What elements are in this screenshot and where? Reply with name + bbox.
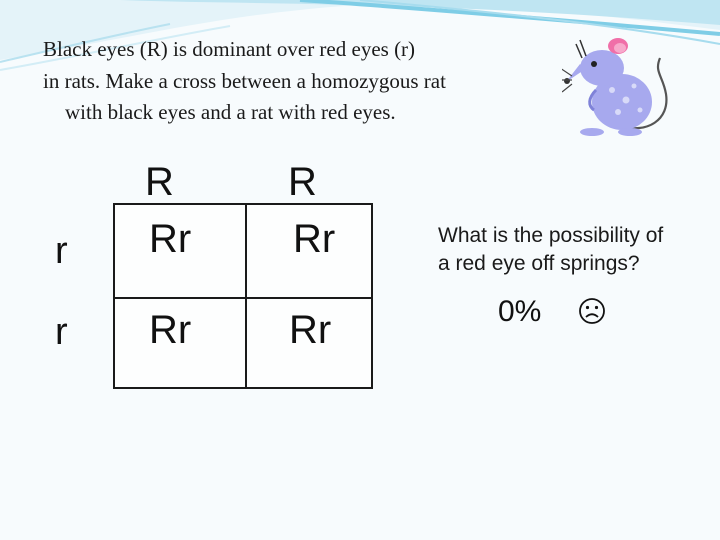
grid-divider-horizontal bbox=[115, 297, 371, 299]
col-header-1: R bbox=[145, 160, 174, 204]
question-line-1: Black eyes (R) is dominant over red eyes… bbox=[43, 37, 416, 61]
col-header-2: R bbox=[288, 160, 317, 204]
sad-face-icon bbox=[579, 298, 605, 324]
offspring-question: What is the possibility of a red eye off… bbox=[438, 222, 718, 278]
punnett-cell-2-2: Rr bbox=[289, 308, 332, 352]
header-wave-decoration bbox=[0, 0, 720, 71]
grid-divider-vertical bbox=[245, 205, 247, 387]
question-text: Black eyes (R) is dominant over red eyes… bbox=[43, 34, 563, 129]
punnett-cell-1-1: Rr bbox=[149, 217, 192, 261]
question-line-3: with black eyes and a rat with red eyes. bbox=[65, 100, 396, 124]
row-header-2: r bbox=[55, 311, 68, 353]
answer-value: 0% bbox=[498, 295, 542, 328]
punnett-cell-2-1: Rr bbox=[149, 308, 192, 352]
offspring-question-line-2: a red eye off springs? bbox=[438, 252, 640, 275]
question-line-2: in rats. Make a cross between a homozygo… bbox=[43, 68, 446, 93]
rat-illustration bbox=[562, 38, 668, 136]
row-header-1: r bbox=[55, 230, 68, 272]
offspring-question-line-1: What is the possibility of bbox=[438, 224, 664, 247]
punnett-square: Rr Rr Rr Rr bbox=[113, 203, 373, 389]
punnett-cell-1-2: Rr bbox=[293, 217, 336, 261]
